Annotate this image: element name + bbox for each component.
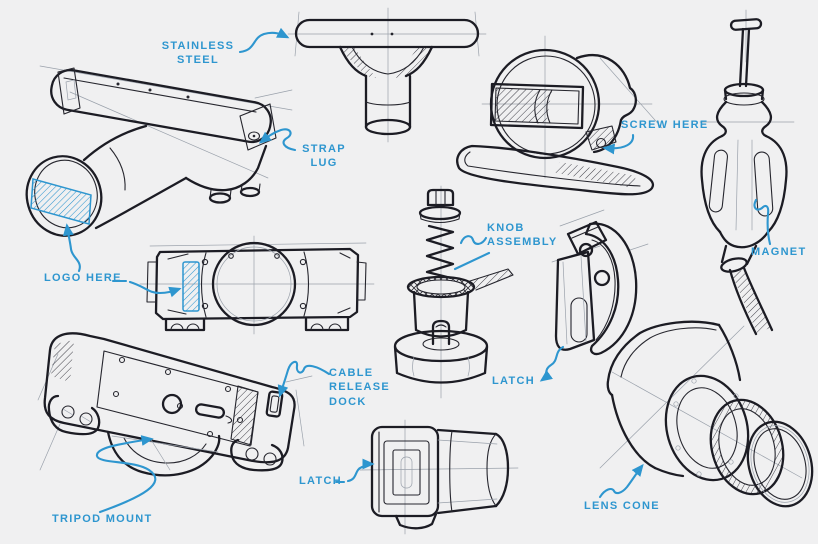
leader-tripod-mount (95, 435, 157, 514)
sketch-camera-underside (37, 332, 313, 477)
sketch-tbar-part (287, 7, 487, 143)
label-latch-clamp: LATCH (492, 375, 535, 387)
annotation-leaders (62, 27, 772, 514)
sketch-panoramic-camera (25, 65, 293, 237)
sketch-drum-viewfinder (456, 35, 663, 196)
logo-area-lens (30, 178, 92, 225)
sketch-camera-front-view (139, 235, 375, 335)
label-logo-here: LOGO HERE (44, 272, 122, 284)
sketch-cable-release-plunger (699, 9, 795, 336)
sketch-knob-assembly (393, 185, 514, 399)
sketch-latch-cylinder (359, 419, 519, 535)
leader-strap-lug (258, 128, 297, 152)
leader-latch-clamp (539, 345, 565, 382)
leader-knob-assembly-squiggle (459, 235, 488, 245)
label-magnet: MAGNET (751, 246, 807, 258)
leader-logo-here-right (111, 281, 179, 293)
label-knob-assembly: KNOB ASSEMBLY (487, 222, 558, 249)
logo-area-front (182, 261, 200, 312)
leader-cable-release-dock (277, 360, 331, 398)
label-screw-here: SCREW HERE (621, 119, 709, 131)
leader-latch-cylinder (334, 464, 372, 484)
sketch-lens-cone (599, 320, 814, 508)
label-latch-cylinder: LATCH (299, 475, 342, 487)
label-strap-lug: STRAP LUG (302, 143, 346, 170)
label-lens-cone: LENS CONE (584, 500, 660, 512)
leader-screw-here (602, 133, 635, 155)
label-tripod-mount: TRIPOD MOUNT (52, 513, 153, 525)
leader-stainless-steel (238, 27, 290, 54)
leader-magnet (753, 198, 772, 246)
leader-lens-cone (598, 463, 644, 499)
leader-logo-here-up (62, 223, 81, 273)
sketch-latch-clamp (551, 209, 649, 356)
label-stainless-steel: STAINLESS STEEL (161, 40, 235, 67)
leader-knob-assembly (453, 251, 491, 271)
label-cable-release-dock: CABLE RELEASE DOCK (329, 367, 391, 408)
